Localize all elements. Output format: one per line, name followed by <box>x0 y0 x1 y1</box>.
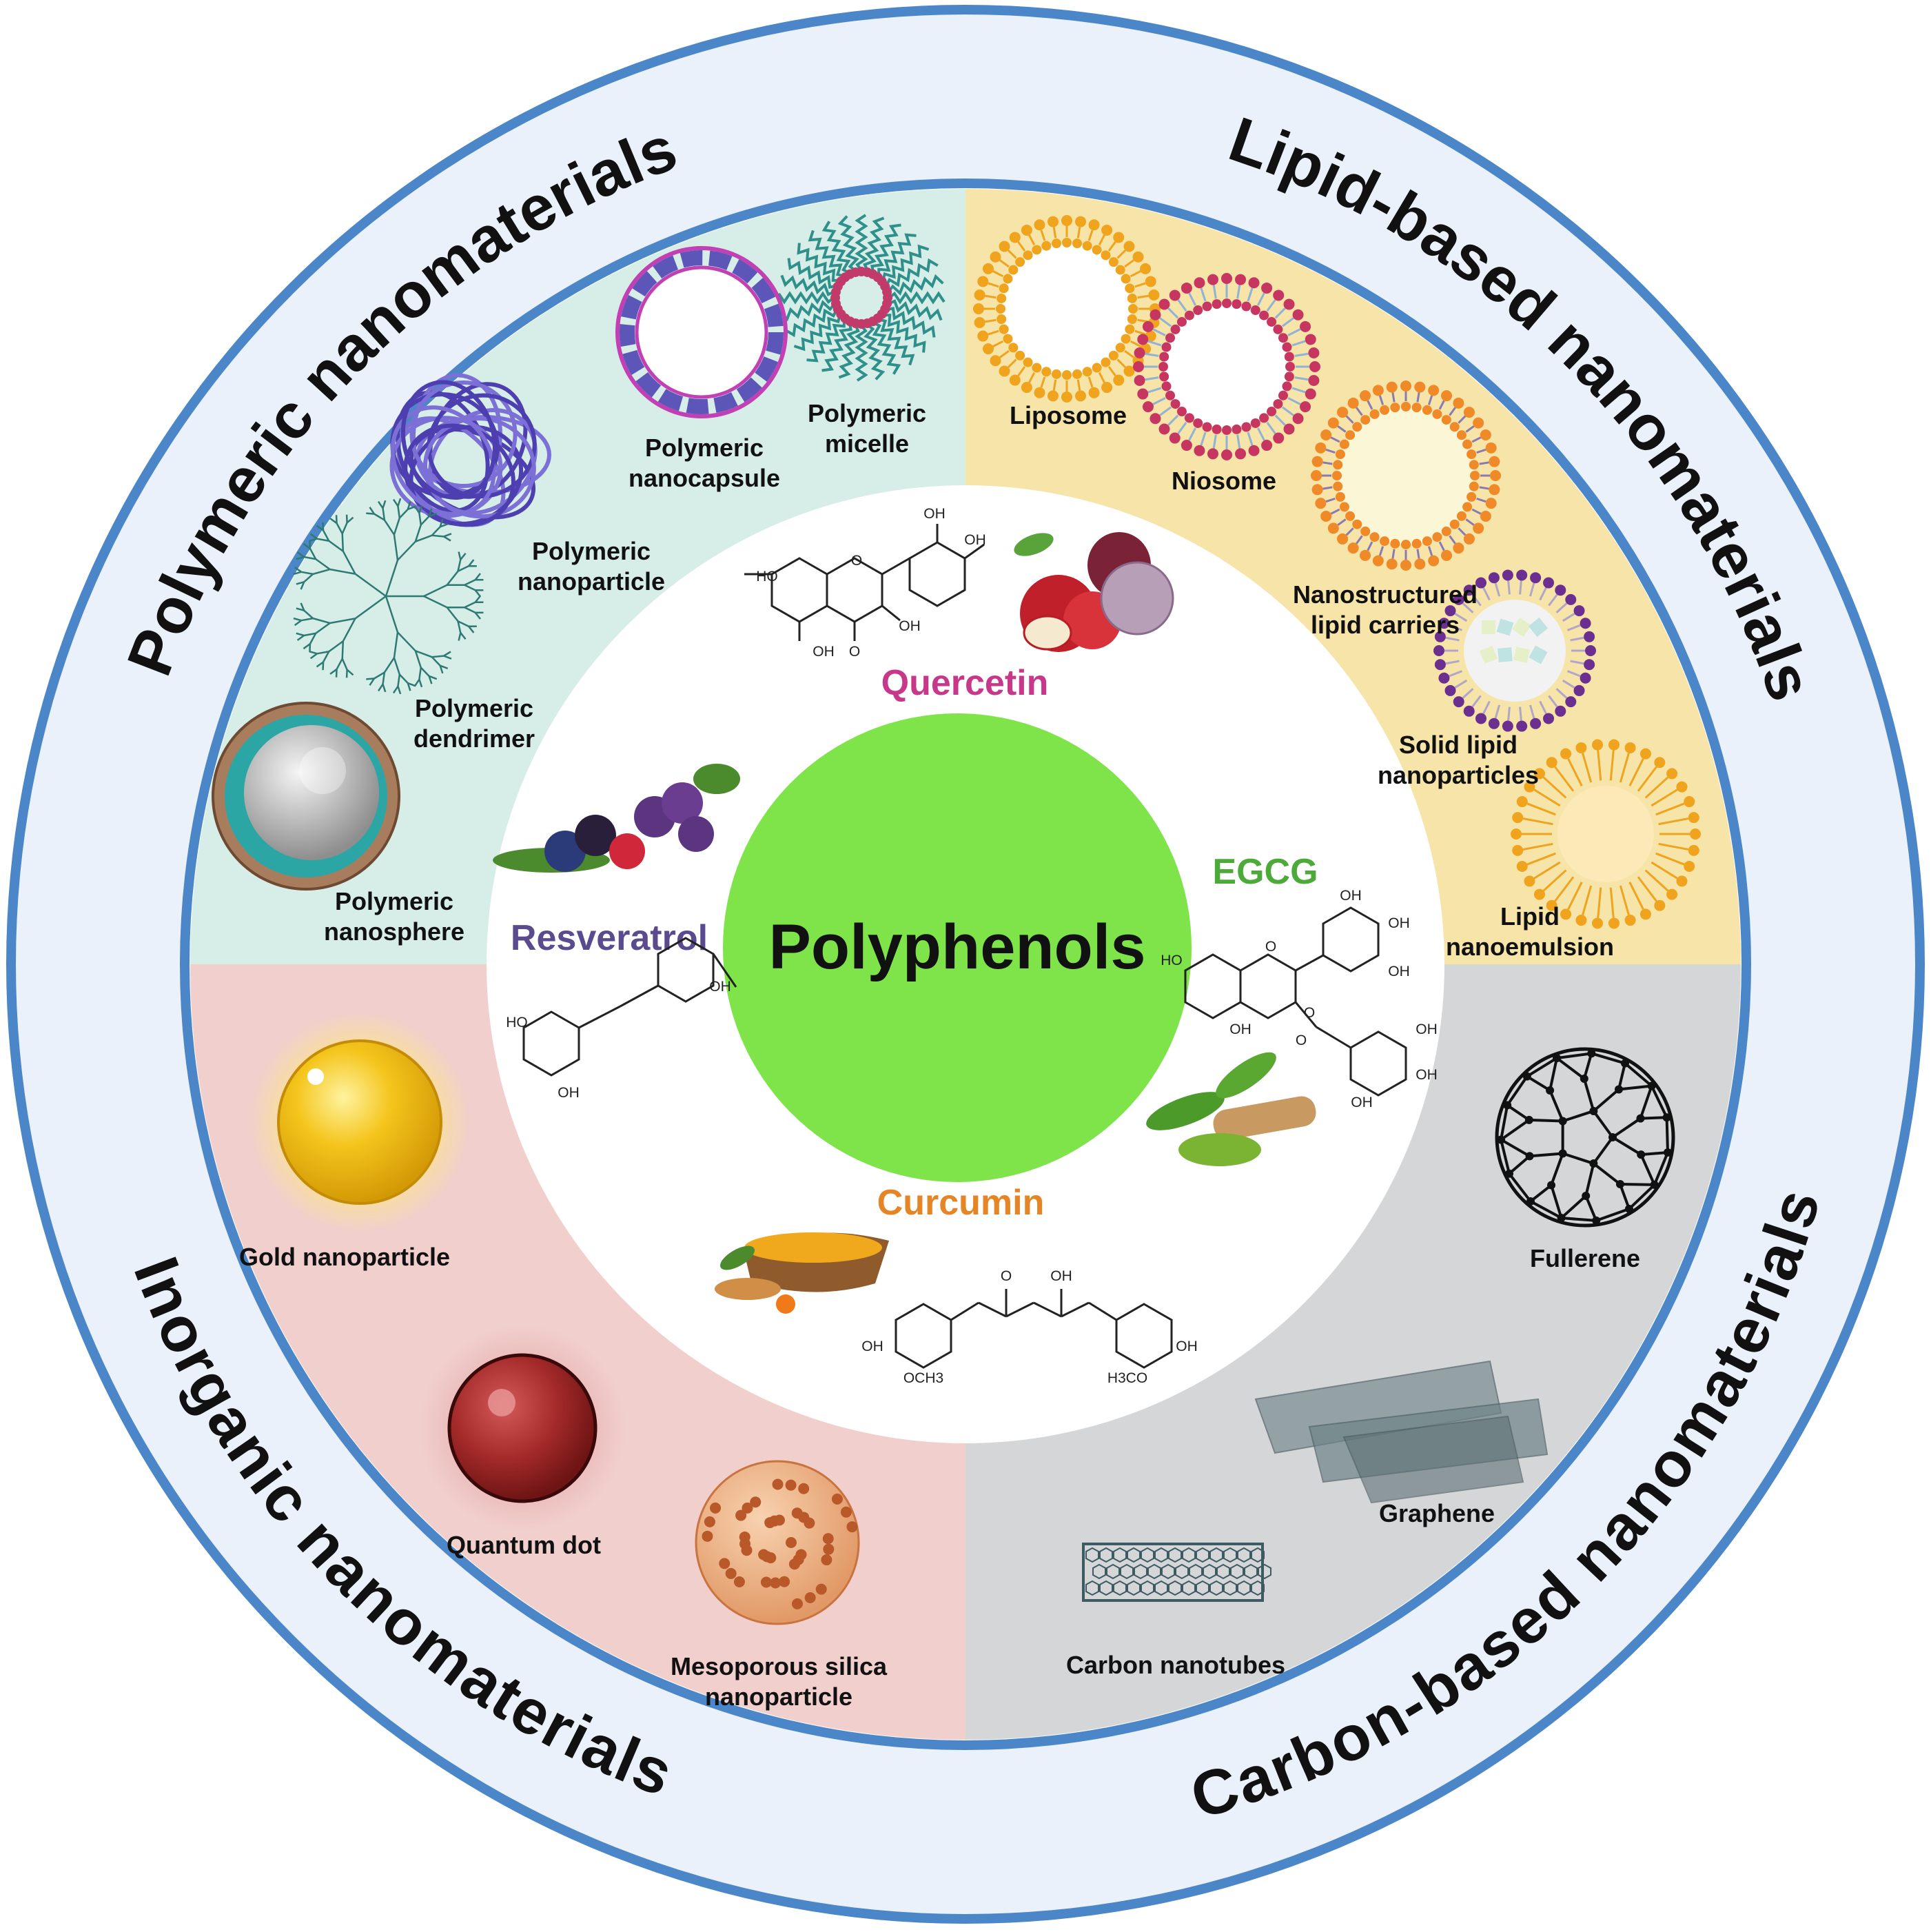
svg-text:OH: OH <box>1176 1339 1198 1354</box>
svg-text:OH: OH <box>1351 1095 1373 1110</box>
svg-text:OH: OH <box>899 618 921 634</box>
curcumin-name: Curcumin <box>877 1183 1045 1223</box>
svg-text:O: O <box>1296 1033 1307 1048</box>
svg-text:HO: HO <box>1161 953 1183 968</box>
svg-text:OH: OH <box>813 644 835 660</box>
label-carbon-nanotubes: Carbon nanotubes <box>1066 1651 1285 1679</box>
label-liposome: Liposome <box>1010 401 1127 429</box>
liposome-illustration <box>973 215 1161 403</box>
svg-text:OCH3: OCH3 <box>903 1370 943 1386</box>
mesoporous-silica-illustration <box>696 1461 859 1624</box>
polymeric-nanosphere-illustration <box>213 703 399 889</box>
svg-text:OH: OH <box>709 979 731 995</box>
svg-text:OH: OH <box>1229 1021 1251 1037</box>
svg-text:OH: OH <box>1416 1021 1438 1037</box>
label-graphene: Graphene <box>1379 1499 1495 1527</box>
label-quantum-dot: Quantum dot <box>447 1531 601 1559</box>
svg-text:OH: OH <box>1340 888 1362 904</box>
svg-text:OH: OH <box>1388 964 1410 979</box>
svg-text:O: O <box>1304 1005 1315 1021</box>
label-gold-nanoparticle: Gold nanoparticle <box>239 1243 450 1271</box>
label-niosome: Niosome <box>1172 467 1276 495</box>
svg-text:OH: OH <box>923 506 946 522</box>
svg-text:OH: OH <box>1416 1067 1438 1083</box>
svg-text:OH: OH <box>861 1339 883 1354</box>
svg-text:H3CO: H3CO <box>1107 1370 1147 1386</box>
svg-text:OH: OH <box>1050 1268 1072 1284</box>
svg-text:O: O <box>851 553 862 569</box>
resveratrol-name: Resveratrol <box>511 918 708 958</box>
quantum-dot-illustration <box>419 1325 626 1532</box>
svg-text:HO: HO <box>756 569 778 584</box>
quercetin-name: Quercetin <box>881 663 1049 703</box>
svg-text:OH: OH <box>964 532 986 548</box>
center-title: Polyphenols <box>769 912 1146 982</box>
carbon-nanotube-illustration <box>1083 1544 1271 1600</box>
label-fullerene: Fullerene <box>1530 1244 1640 1272</box>
gold-nanoparticle-illustration <box>249 1012 470 1232</box>
polymeric-nanocapsule-illustration <box>617 248 786 416</box>
svg-text:O: O <box>1001 1268 1012 1284</box>
niosome-illustration <box>1133 273 1320 460</box>
nlc-illustration <box>1311 380 1501 571</box>
egcg-name: EGCG <box>1212 852 1318 892</box>
svg-text:HO: HO <box>506 1015 528 1030</box>
svg-text:OH: OH <box>1388 915 1410 931</box>
svg-text:O: O <box>849 644 860 660</box>
svg-text:O: O <box>1265 939 1276 955</box>
svg-text:OH: OH <box>558 1085 580 1101</box>
